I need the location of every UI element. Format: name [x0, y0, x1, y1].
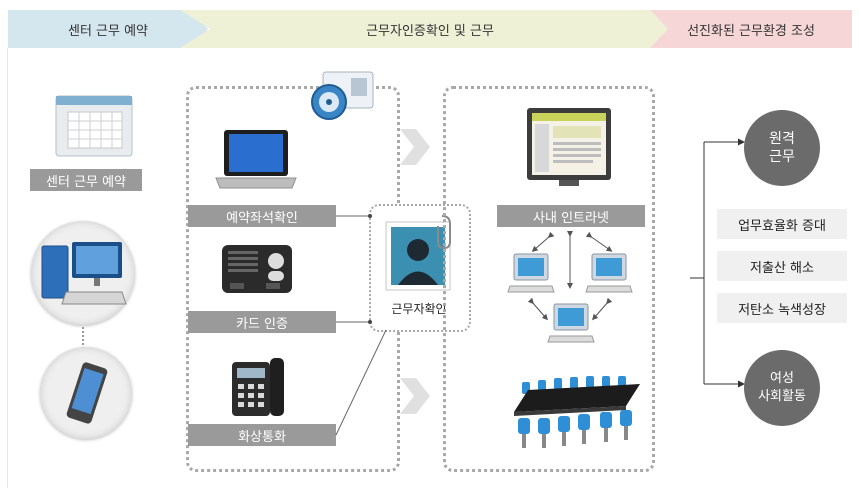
intranet-label: 사내 인트라넷 [497, 205, 645, 227]
remote-work-circle: 원격 근무 [744, 110, 820, 186]
network-diagram [507, 231, 633, 343]
seat-check-text: 예약좌석확인 [226, 210, 298, 226]
video-call-label: 화상통화 [188, 424, 336, 446]
worker-profile-icon [382, 214, 458, 294]
reservation-label: 센터 근무 예약 [30, 169, 142, 191]
reservation-label-text: 센터 근무 예약 [45, 174, 127, 190]
card-auth-label: 카드 인증 [188, 311, 336, 333]
laptop-icon [214, 128, 298, 192]
video-call-text: 화상통화 [238, 429, 286, 445]
pc-icon [585, 253, 633, 293]
pc-icon [507, 253, 555, 293]
meeting-table-icon [508, 372, 646, 452]
desktop-computer-icon [36, 232, 132, 314]
work-box [443, 86, 655, 472]
worker-check-label: 근무자확인 [391, 302, 447, 316]
benefit-efficiency-text: 업무효율화 증대 [738, 218, 826, 234]
header-step1-label: 센터 근무 예약 [67, 23, 149, 39]
benefit-green-growth-text: 저탄소 녹색성장 [738, 302, 826, 318]
women-activity-circle: 여성 사회활동 [744, 350, 820, 426]
smartphone-icon [62, 360, 112, 426]
calendar-icon [52, 92, 138, 160]
header-step-environment: 선진화된 근무환경 조성 [650, 10, 852, 48]
header-step-reservation: 센터 근무 예약 [8, 10, 208, 48]
header-step2-label: 근무자인증확인 및 근무 [366, 23, 494, 39]
benefit-birthrate: 저출산 해소 [717, 251, 847, 281]
intranet-text: 사내 인트라넷 [533, 210, 609, 226]
header-step-auth: 근무자인증확인 및 근무 [180, 10, 680, 48]
device-connector-line [82, 327, 84, 349]
chevron-right-icon [398, 376, 432, 416]
benefit-green-growth: 저탄소 녹색성장 [717, 293, 847, 323]
benefit-birthrate-text: 저출산 해소 [750, 260, 814, 276]
seat-check-label: 예약좌석확인 [188, 205, 336, 227]
benefit-efficiency: 업무효율화 증대 [717, 209, 847, 239]
pc-icon [547, 303, 595, 343]
card-auth-text: 카드 인증 [236, 316, 288, 332]
chevron-right-icon [398, 127, 432, 167]
frame-left-border [7, 48, 8, 488]
desk-phone-icon [226, 354, 290, 418]
remote-work-text: 원격 근무 [769, 131, 795, 165]
header-step3-label: 선진화된 근무환경 조성 [687, 23, 815, 39]
auth-connectors [335, 214, 387, 436]
card-reader-icon [220, 243, 294, 295]
security-lock-icon [307, 66, 377, 126]
intranet-monitor-icon [523, 104, 615, 190]
women-activity-text: 여성 사회활동 [758, 371, 806, 404]
outcome-bracket [690, 138, 745, 388]
